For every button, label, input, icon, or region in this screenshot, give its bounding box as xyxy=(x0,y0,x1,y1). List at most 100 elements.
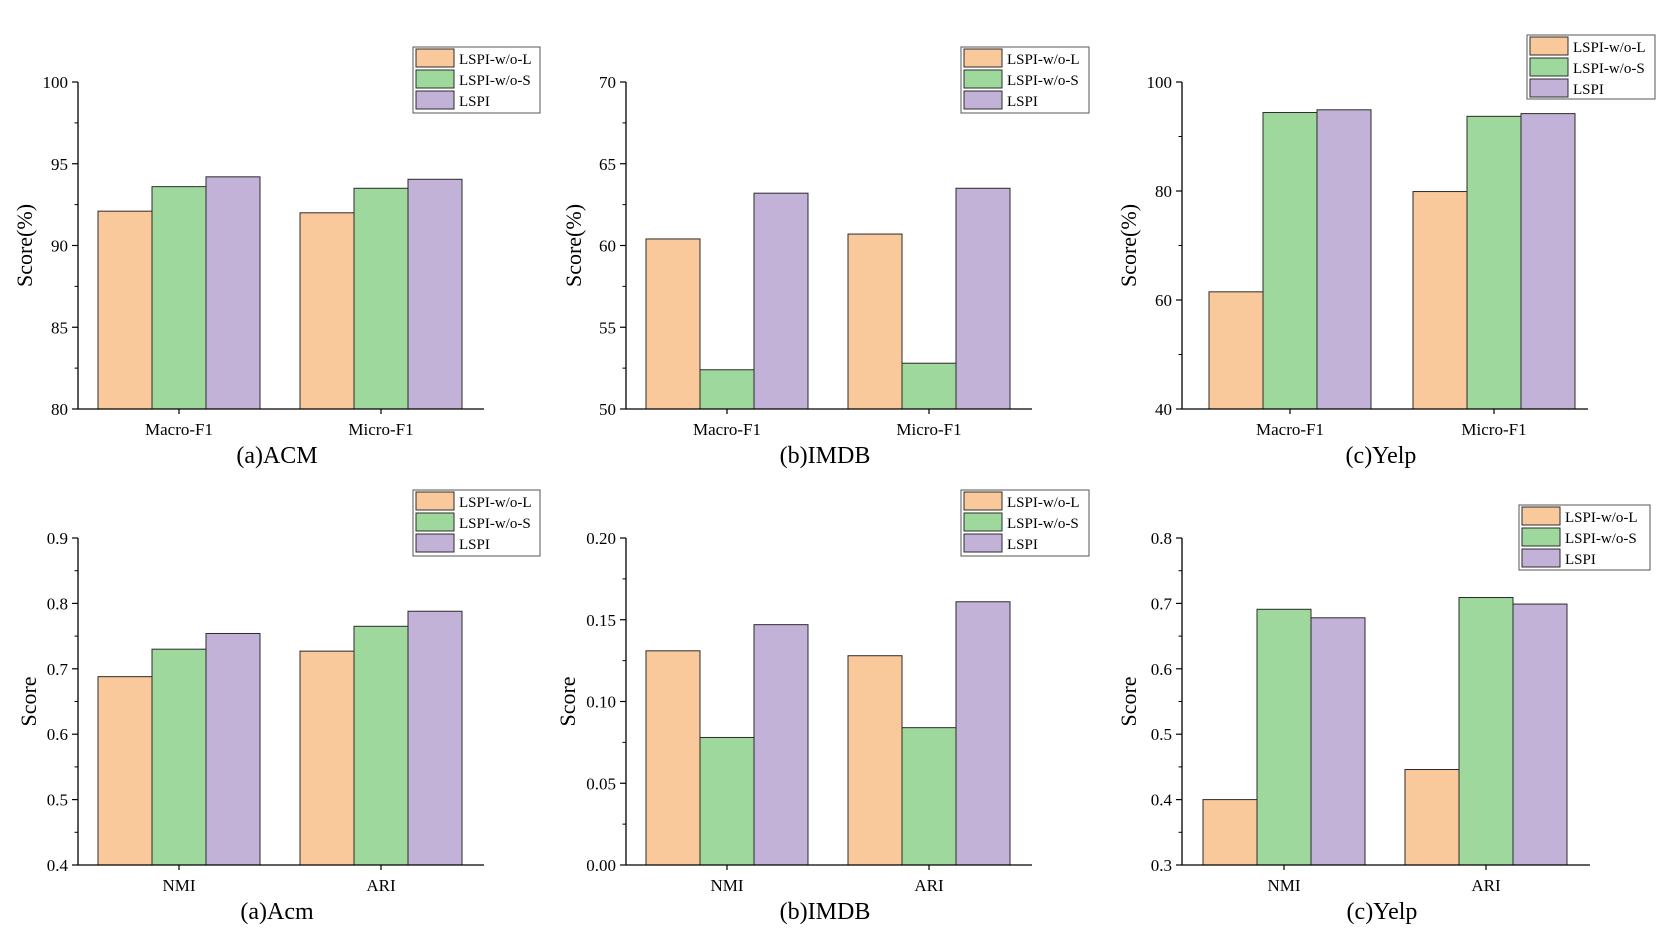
bar-lspi-w-o-l-micro-f1 xyxy=(299,212,355,410)
panel-caption: (c)Yelp xyxy=(1347,899,1418,925)
legend-label: LSPI-w/o-S xyxy=(1573,61,1645,77)
legend-swatch xyxy=(415,533,455,553)
x-tick-label: Macro-F1 xyxy=(1256,420,1324,439)
bar-lspi-w-o-l-micro-f1 xyxy=(847,233,903,410)
bar-lspi-w-o-l-macro-f1 xyxy=(645,238,701,410)
legend-swatch xyxy=(415,512,455,532)
y-tick-label: 60 xyxy=(599,237,616,256)
legend-label: LSPI xyxy=(1573,82,1604,98)
legend-swatch xyxy=(963,90,1003,110)
bar-lspi-ari xyxy=(1512,603,1568,866)
legend-swatch xyxy=(963,69,1003,89)
legend: LSPI-w/o-L LSPI-w/o-S LSPI xyxy=(960,46,1090,114)
x-tick-label: Micro-F1 xyxy=(896,420,961,439)
y-tick-label: 0.15 xyxy=(586,611,616,630)
legend-label: LSPI xyxy=(459,94,490,110)
y-axis-label: Score xyxy=(555,676,580,726)
bar-lspi-w-o-s-micro-f1 xyxy=(353,187,409,410)
legend-label: LSPI-w/o-S xyxy=(459,516,531,532)
x-tick-label: ARI xyxy=(1471,876,1501,895)
bar-lspi-w-o-l-nmi xyxy=(97,676,153,866)
legend-label: LSPI xyxy=(1007,94,1038,110)
legend-label: LSPI-w/o-L xyxy=(459,495,532,511)
legend-label: LSPI-w/o-L xyxy=(1573,40,1646,56)
y-tick-label: 60 xyxy=(1155,291,1172,310)
bar-lspi-w-o-s-ari xyxy=(353,625,409,866)
legend-swatch xyxy=(963,533,1003,553)
bar-lspi-w-o-s-nmi xyxy=(699,736,755,866)
y-tick-label: 0.5 xyxy=(47,791,68,810)
bar-lspi-w-o-l-macro-f1 xyxy=(97,210,153,410)
y-tick-label: 0.7 xyxy=(1151,594,1173,613)
y-tick-label: 0.10 xyxy=(586,693,616,712)
bar-lspi-nmi xyxy=(753,624,809,866)
legend-label: LSPI xyxy=(459,537,490,553)
legend-swatch xyxy=(415,90,455,110)
y-tick-label: 80 xyxy=(51,400,68,419)
legend-label: LSPI-w/o-S xyxy=(1007,516,1079,532)
x-tick-label: ARI xyxy=(366,876,396,895)
y-tick-label: 0.5 xyxy=(1151,725,1172,744)
legend-swatch xyxy=(963,491,1003,511)
bar-lspi-w-o-s-micro-f1 xyxy=(901,362,957,410)
y-tick-label: 70 xyxy=(599,73,616,92)
x-tick-label: NMI xyxy=(1267,876,1300,895)
legend-label: LSPI-w/o-S xyxy=(459,73,531,89)
x-tick-label: ARI xyxy=(914,876,944,895)
panel-caption: (a)ACM xyxy=(236,443,317,469)
legend-label: LSPI-w/o-S xyxy=(1007,73,1079,89)
legend-swatch xyxy=(1521,548,1561,568)
legend-swatch xyxy=(415,491,455,511)
x-tick-label: Micro-F1 xyxy=(1461,420,1526,439)
bar-lspi-w-o-s-micro-f1 xyxy=(1466,115,1522,410)
legend-label: LSPI-w/o-L xyxy=(459,52,532,68)
legend-swatch xyxy=(415,48,455,68)
y-tick-label: 40 xyxy=(1155,400,1172,419)
panel-caption: (b)IMDB xyxy=(780,899,871,925)
legend-swatch xyxy=(1529,78,1569,98)
legend-swatch xyxy=(963,48,1003,68)
legend-swatch xyxy=(1521,527,1561,547)
legend-swatch xyxy=(1529,36,1569,56)
legend-swatch xyxy=(415,69,455,89)
bar-lspi-w-o-l-macro-f1 xyxy=(1208,291,1264,410)
bar-lspi-micro-f1 xyxy=(955,187,1011,410)
y-tick-label: 0.4 xyxy=(47,856,69,875)
bar-lspi-w-o-l-ari xyxy=(299,650,355,866)
y-tick-label: 80 xyxy=(1155,182,1172,201)
y-tick-label: 0.3 xyxy=(1151,856,1172,875)
y-tick-label: 0.6 xyxy=(47,725,68,744)
y-tick-label: 0.6 xyxy=(1151,660,1172,679)
y-tick-label: 50 xyxy=(599,400,616,419)
legend-label: LSPI xyxy=(1565,552,1596,568)
legend-label: LSPI-w/o-L xyxy=(1007,52,1080,68)
bar-lspi-w-o-l-nmi xyxy=(1202,799,1258,866)
y-tick-label: 0.8 xyxy=(1151,529,1172,548)
y-tick-label: 0.8 xyxy=(47,594,68,613)
legend: LSPI-w/o-L LSPI-w/o-S LSPI xyxy=(1526,34,1656,100)
bar-lspi-nmi xyxy=(205,632,261,866)
y-axis-label: Score xyxy=(16,676,41,726)
y-tick-label: 0.7 xyxy=(47,660,69,679)
y-tick-label: 0.9 xyxy=(47,529,68,548)
legend-swatch xyxy=(1529,57,1569,77)
y-tick-label: 0.05 xyxy=(586,774,616,793)
bar-lspi-w-o-l-ari xyxy=(1404,769,1460,866)
x-tick-label: Micro-F1 xyxy=(348,420,413,439)
x-tick-label: Macro-F1 xyxy=(145,420,213,439)
bar-lspi-w-o-s-nmi xyxy=(151,648,207,866)
bar-lspi-w-o-s-macro-f1 xyxy=(699,369,755,410)
y-tick-label: 85 xyxy=(51,318,68,337)
bar-lspi-w-o-l-nmi xyxy=(645,650,701,866)
panel-caption: (b)IMDB xyxy=(780,443,871,469)
bar-lspi-macro-f1 xyxy=(753,192,809,410)
bar-lspi-nmi xyxy=(1310,617,1366,866)
y-tick-label: 100 xyxy=(43,73,69,92)
y-tick-label: 95 xyxy=(51,155,68,174)
y-axis-label: Score(%) xyxy=(1116,204,1141,287)
legend: LSPI-w/o-L LSPI-w/o-S LSPI xyxy=(412,46,541,114)
panel-caption: (a)Acm xyxy=(240,899,314,925)
